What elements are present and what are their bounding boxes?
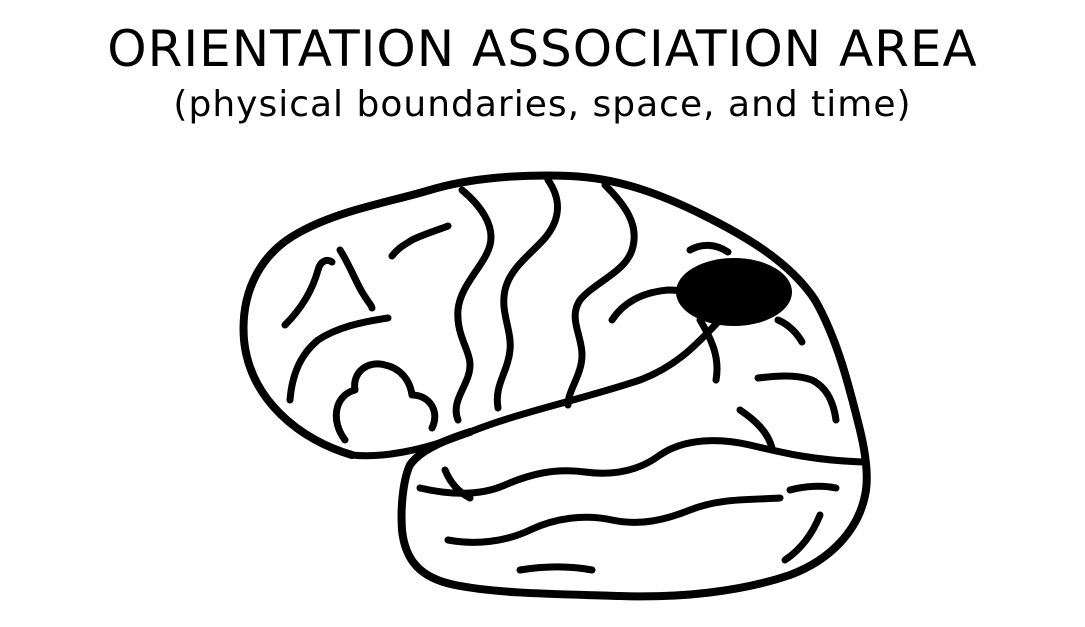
temporal-lobe-outline: [397, 428, 870, 601]
frontal-sulcus-4: [286, 314, 392, 404]
occipital-sulcus-2: [736, 406, 776, 452]
diagram-title: ORIENTATION ASSOCIATION AREA: [107, 20, 978, 78]
temporal-sulcus-short-3: [781, 511, 824, 564]
parietal-sulcus-2: [686, 241, 732, 256]
occipital-sulcus-1: [754, 372, 840, 424]
precentral-sulcus: [452, 186, 495, 424]
diagram-subtitle: (physical boundaries, space, and time): [173, 84, 912, 125]
frontal-sulcus-1: [281, 256, 336, 329]
temporal-sulcus-short-2: [786, 482, 840, 494]
superior-temporal-sulcus: [416, 437, 866, 497]
central-sulcus: [493, 176, 561, 412]
lateral-fissure: [348, 316, 724, 460]
temporal-sulcus-short-1: [441, 466, 474, 502]
temporal-sulcus-short-4: [516, 563, 596, 574]
parietal-sulcus-3: [696, 316, 721, 384]
inferior-temporal-sulcus: [444, 494, 784, 546]
orientation-association-area-marker: [676, 258, 792, 326]
frontal-sulcus-2: [336, 246, 376, 312]
cerebrum-outline: [239, 171, 871, 494]
parietal-sulcus-4: [774, 316, 806, 346]
frontal-sulcus-3: [388, 222, 452, 260]
temporal-pole: [332, 360, 439, 444]
postcentral-sulcus: [564, 181, 638, 409]
